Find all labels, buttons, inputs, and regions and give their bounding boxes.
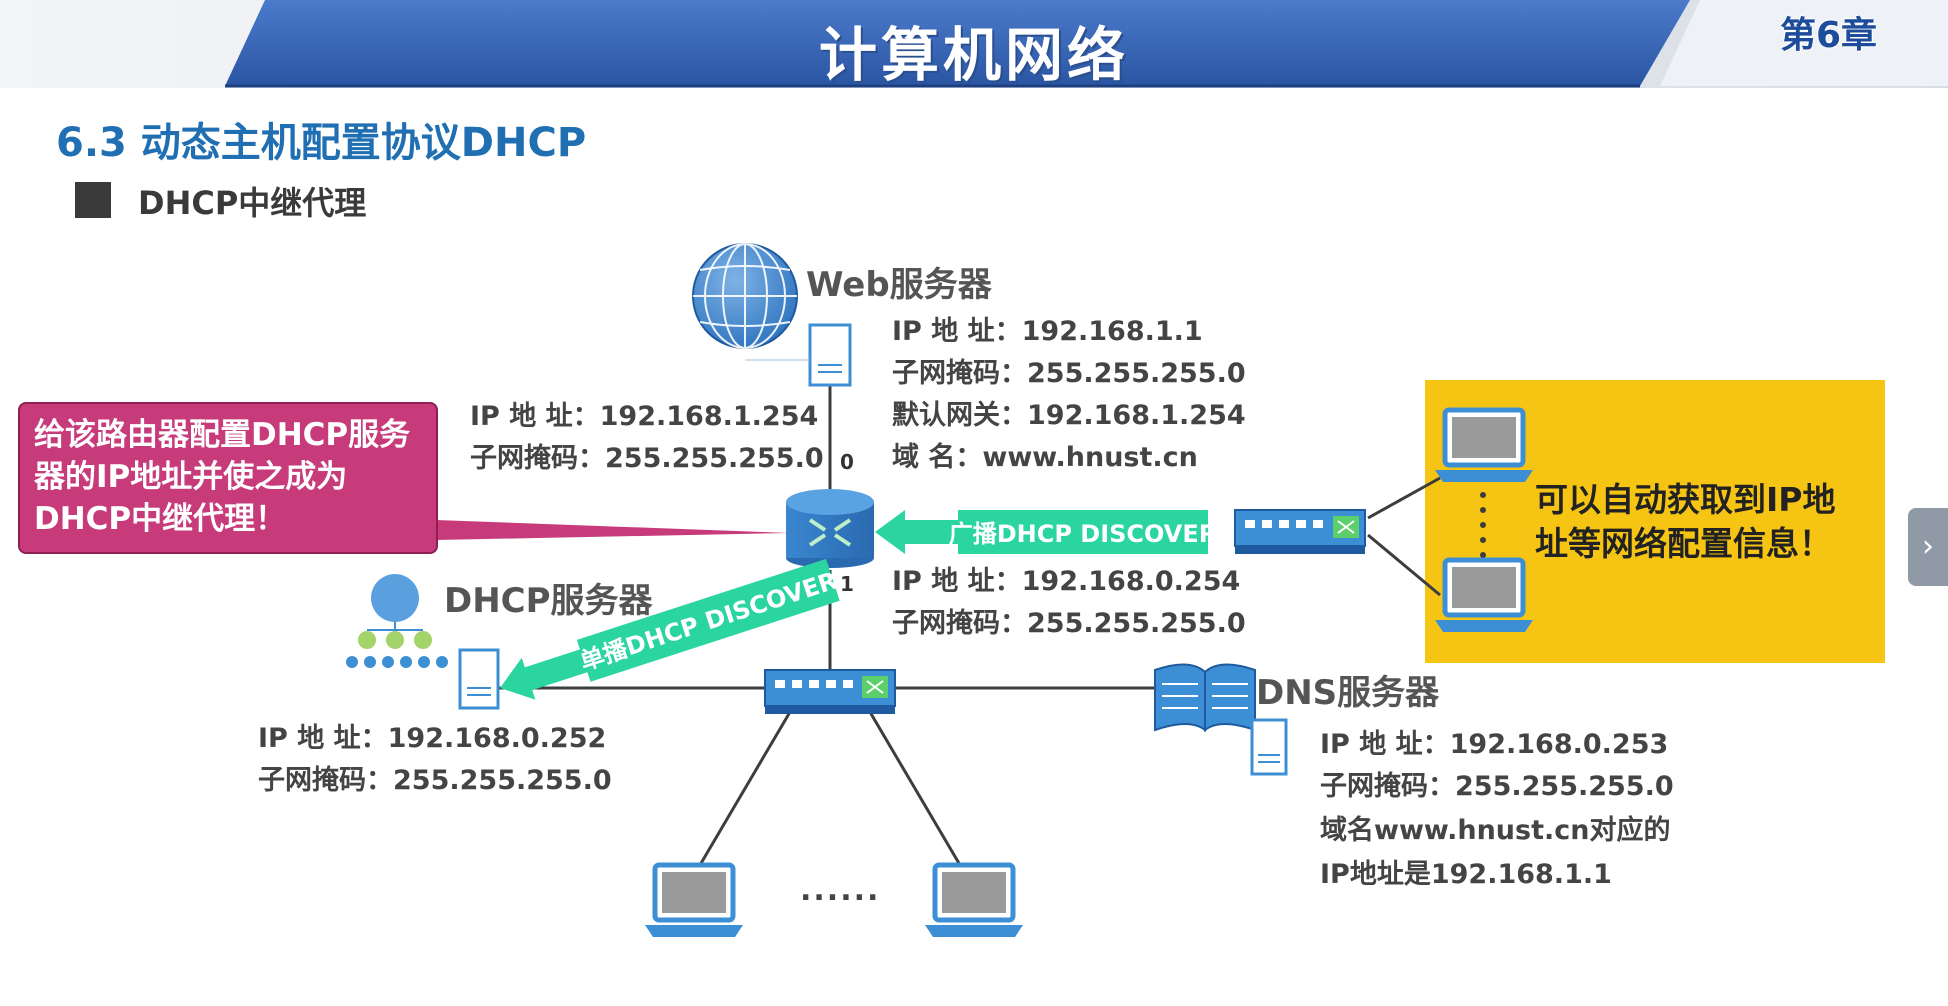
web-server-gateway: 默认网关：192.168.1.254	[892, 400, 1246, 431]
router-iface1-mask: 子网掩码：255.255.255.0	[892, 608, 1246, 639]
broadcast-label: 广播DHCP DISCOVER	[949, 520, 1218, 548]
section-title: 6.3 动态主机配置协议DHCP	[56, 120, 587, 166]
lan-hosts-ellipsis: ......	[800, 873, 881, 908]
lan-laptop-icon-right	[925, 862, 1023, 937]
host-laptop-icon-bottom	[1435, 557, 1533, 632]
web-server-name: Web服务器	[806, 265, 992, 305]
bullet-heading: DHCP中继代理	[138, 184, 367, 222]
router-iface0-mask: 子网掩码：255.255.255.0	[470, 443, 824, 474]
dhcp-server-icon	[346, 574, 500, 710]
internet-globe-icon	[692, 243, 798, 349]
host-laptop-icon-top	[1435, 407, 1533, 482]
router-port-1: 1	[840, 572, 854, 596]
bullet-square-icon	[75, 182, 111, 218]
relay-config-callout: 给该路由器配置DHCP服务器的IP地址并使之成为DHCP中继代理！	[18, 402, 438, 554]
dns-server-icon	[1154, 663, 1288, 776]
web-server-domain: 域 名：www.hnust.cn	[892, 442, 1198, 473]
right-switch-icon	[1234, 509, 1366, 554]
auto-config-note: 可以自动获取到IP地址等网络配置信息！	[1535, 480, 1836, 563]
dns-server-name: DNS服务器	[1256, 673, 1440, 713]
router-iface0-ip: IP 地 址：192.168.1.254	[470, 401, 819, 432]
center-switch-icon	[764, 669, 896, 714]
lan-laptop-icon-left	[645, 862, 743, 937]
callout-pointer	[436, 520, 790, 540]
dhcp-server-mask: 子网掩码：255.255.255.0	[258, 765, 612, 796]
web-server-icon	[745, 323, 852, 387]
next-slide-tab[interactable]: ›	[1908, 508, 1948, 586]
dhcp-server-name: DHCP服务器	[444, 581, 653, 621]
course-title: 计算机网络	[818, 21, 1129, 89]
router-icon	[786, 489, 874, 568]
web-server-mask: 子网掩码：255.255.255.0	[892, 358, 1246, 389]
dns-record-note-2: IP地址是192.168.1.1	[1320, 859, 1612, 890]
broadcast-arrow: 广播DHCP DISCOVER	[875, 510, 1217, 554]
router-iface1-ip: IP 地 址：192.168.0.254	[892, 566, 1241, 597]
title-banner	[0, 0, 1948, 88]
web-server-ip: IP 地 址：192.168.1.1	[892, 316, 1203, 347]
chapter-badge: 第6章	[1780, 15, 1878, 56]
dns-record-note-1: 域名www.hnust.cn对应的	[1320, 815, 1671, 846]
dhcp-server-ip: IP 地 址：192.168.0.252	[258, 723, 607, 754]
chevron-right-icon: ›	[1922, 529, 1934, 564]
dns-server-mask: 子网掩码：255.255.255.0	[1320, 771, 1674, 802]
dns-server-ip: IP 地 址：192.168.0.253	[1320, 729, 1669, 760]
host-dots	[1480, 492, 1486, 558]
router-port-0: 0	[840, 450, 854, 474]
